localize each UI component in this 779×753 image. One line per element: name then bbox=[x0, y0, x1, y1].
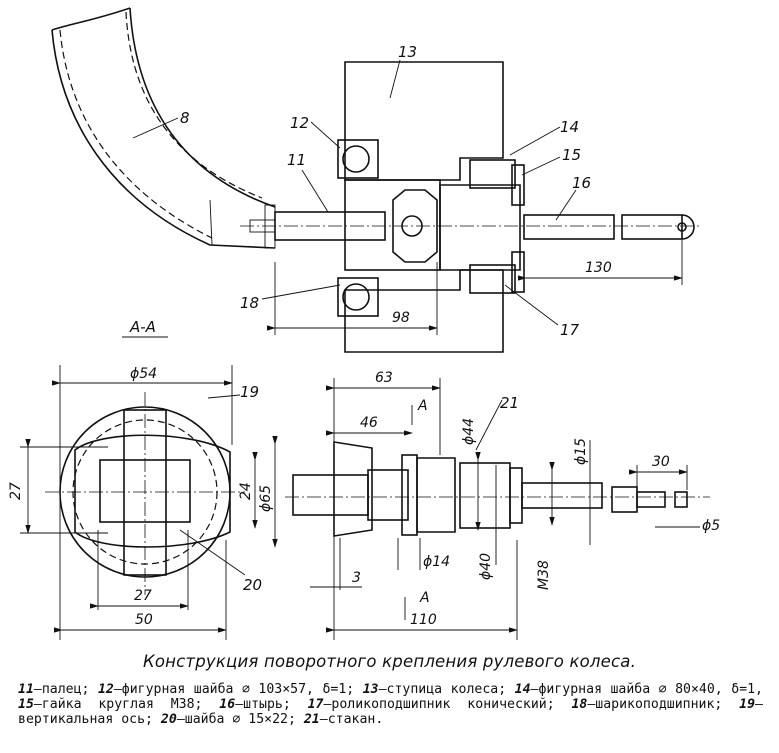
legend-item: 18—шарикоподшипник; bbox=[571, 697, 740, 712]
label-8: 8 bbox=[180, 109, 190, 127]
label-12: 12 bbox=[290, 114, 309, 132]
legend-item: 17—роликоподшипник конический; bbox=[307, 697, 572, 712]
dim-46: 46 bbox=[360, 415, 378, 431]
label-21: 21 bbox=[500, 394, 519, 412]
label-15: 15 bbox=[562, 146, 581, 164]
dim-phi54: ϕ54 bbox=[130, 366, 157, 382]
label-14: 14 bbox=[560, 118, 579, 136]
ball-bearing-bottom-part-18 bbox=[337, 277, 379, 317]
label-13: 13 bbox=[398, 43, 417, 61]
label-18: 18 bbox=[240, 294, 259, 312]
label-11: 11 bbox=[287, 151, 306, 169]
label-19: 19 bbox=[240, 383, 259, 401]
steering-rim-part-8 bbox=[51, 7, 276, 249]
legend-item: 19—вертикальная ось; bbox=[18, 697, 763, 727]
legend-item: 13—ступица колеса; bbox=[362, 682, 515, 697]
label-20: 20 bbox=[243, 576, 262, 594]
label-16: 16 bbox=[572, 174, 591, 192]
dim-3: 3 bbox=[352, 570, 361, 586]
roller-bearing-top bbox=[469, 159, 516, 189]
technical-drawing: 8 12 11 13 14 15 16 17 18 A-A 98 130 bbox=[8, 7, 720, 640]
dim-27-horizontal: 27 bbox=[134, 588, 152, 604]
section-mark-top: A bbox=[417, 398, 428, 414]
dim-30: 30 bbox=[652, 454, 670, 470]
section-label-a-a: A-A bbox=[129, 318, 156, 336]
roller-bearing-part-17 bbox=[469, 264, 516, 294]
figure-caption: Конструкция поворотного крепления рулево… bbox=[142, 652, 637, 671]
pin-part-16 bbox=[523, 214, 695, 240]
round-nut-part-15 bbox=[511, 164, 525, 206]
dim-27-vertical: 27 bbox=[8, 482, 24, 500]
dim-63: 63 bbox=[375, 370, 393, 386]
parts-legend: 11—палец; 12—фигурная шайба ∅ 103×57, δ=… bbox=[18, 682, 763, 727]
pivot-knuckle bbox=[392, 189, 438, 263]
dim-phi5: ϕ5 bbox=[702, 518, 720, 534]
pin-part-11 bbox=[240, 211, 700, 241]
section-a-a-view bbox=[45, 392, 245, 595]
legend-item: 20—шайба ∅ 15×22; bbox=[160, 712, 304, 727]
dim-phi40: ϕ40 bbox=[478, 553, 494, 580]
dim-phi15: ϕ15 bbox=[573, 438, 589, 465]
dim-phi14: ϕ14 bbox=[423, 554, 450, 570]
axial-view bbox=[285, 441, 710, 537]
dim-98: 98 bbox=[392, 310, 410, 326]
dim-24: 24 bbox=[238, 482, 254, 500]
legend-item: 14—фигурная шайба ∅ 80×40, δ=1, bbox=[514, 682, 763, 697]
dim-110: 110 bbox=[410, 612, 437, 628]
axial-dims: 63 A 46 21 ϕ44 ϕ40 ϕ14 M38 ϕ15 30 ϕ5 3 A… bbox=[310, 370, 720, 640]
hub-part-13 bbox=[344, 61, 521, 353]
dim-M38: M38 bbox=[536, 560, 552, 590]
legend-item: 15—гайка круглая М38; bbox=[18, 697, 220, 712]
legend-item: 12—фигурная шайба ∅ 103×57, δ=1; bbox=[97, 682, 363, 697]
section-mark-bottom: A bbox=[419, 590, 430, 606]
section-dims: ϕ54 19 27 24 ϕ65 20 27 50 bbox=[8, 365, 278, 640]
dim-50: 50 bbox=[135, 612, 153, 628]
legend-item: 21—стакан. bbox=[303, 712, 384, 727]
legend-item: 16—штырь; bbox=[219, 697, 308, 712]
dim-phi65: ϕ65 bbox=[258, 485, 274, 512]
legend-item: 11—палец; bbox=[18, 682, 98, 697]
label-17: 17 bbox=[560, 321, 580, 339]
dim-phi44: ϕ44 bbox=[461, 418, 477, 445]
ball-bearing-top bbox=[337, 139, 379, 179]
dim-130: 130 bbox=[585, 260, 612, 276]
top-view-labels: 8 12 11 13 14 15 16 17 18 A-A 98 130 bbox=[122, 43, 683, 339]
